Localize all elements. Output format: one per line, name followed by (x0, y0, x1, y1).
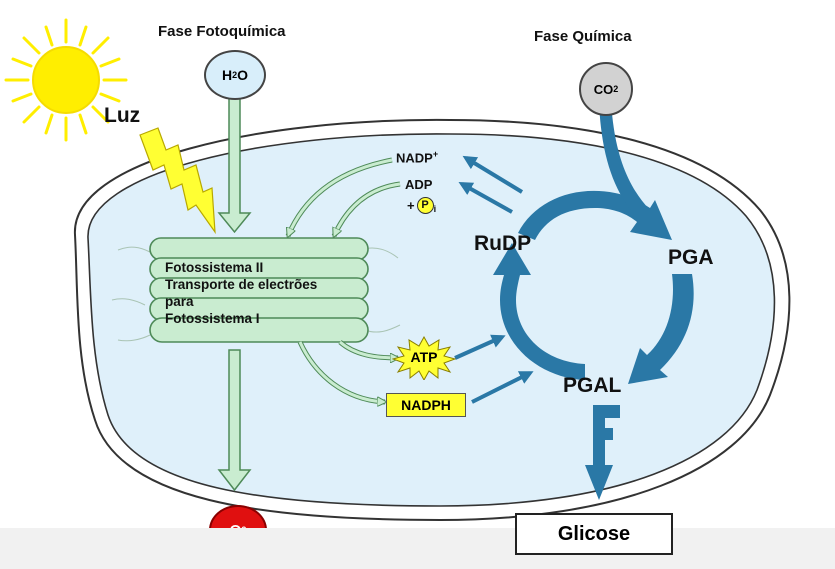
glicose-box: Glicose (515, 513, 673, 555)
atp-label: ATP (410, 349, 438, 365)
light-bolt-icon (139, 127, 216, 235)
bottom-band (0, 528, 835, 569)
adp-label: ADP (405, 177, 433, 192)
light-label: Luz (104, 104, 141, 127)
phase-photochemical-title: Fase Fotoquímica (158, 23, 286, 40)
sun-icon (4, 18, 128, 142)
rudp-label: RuDP (474, 232, 532, 255)
calvin-cycle (493, 101, 694, 500)
nadp-label: NADP+ (396, 149, 439, 166)
nadph-to-cycle-arrow (471, 371, 534, 404)
cycle-to-nadp-arrow (462, 155, 524, 194)
pga-label: PGA (668, 246, 714, 269)
phosphate-icon: P (416, 196, 434, 214)
thylakoid-stack (149, 237, 369, 343)
cycle-to-adp-arrow (458, 182, 513, 214)
nadph-label: NADPH (386, 393, 466, 417)
pgal-label: PGAL (563, 374, 622, 397)
atp-to-cycle-arrow (454, 334, 506, 360)
thylakoid-label: Fotossistema II Transporte de electrões … (165, 260, 318, 326)
phase-chemical-title: Fase Química (534, 28, 632, 45)
o2-down-arrow (217, 349, 252, 492)
atp-burst-icon (392, 336, 456, 380)
h2o-down-arrow (217, 93, 252, 234)
